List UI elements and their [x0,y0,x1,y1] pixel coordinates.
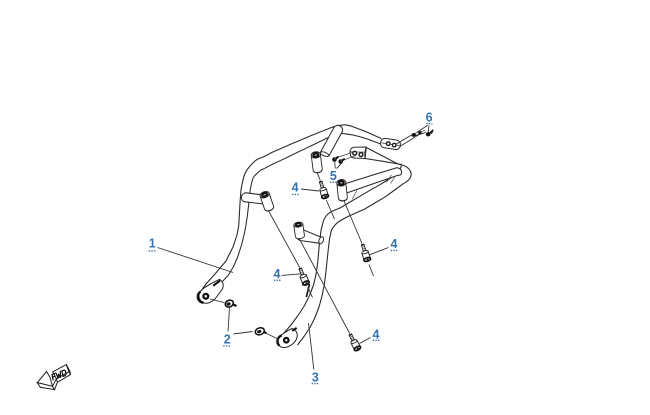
svg-text:4: 4 [274,267,281,281]
svg-text:2: 2 [224,333,231,347]
svg-text:6: 6 [426,110,433,124]
svg-text:3: 3 [312,370,319,384]
svg-text:1: 1 [149,237,156,251]
svg-text:4: 4 [391,237,398,251]
svg-text:4: 4 [373,327,380,341]
svg-text:5: 5 [330,169,337,183]
svg-text:4: 4 [292,180,299,194]
